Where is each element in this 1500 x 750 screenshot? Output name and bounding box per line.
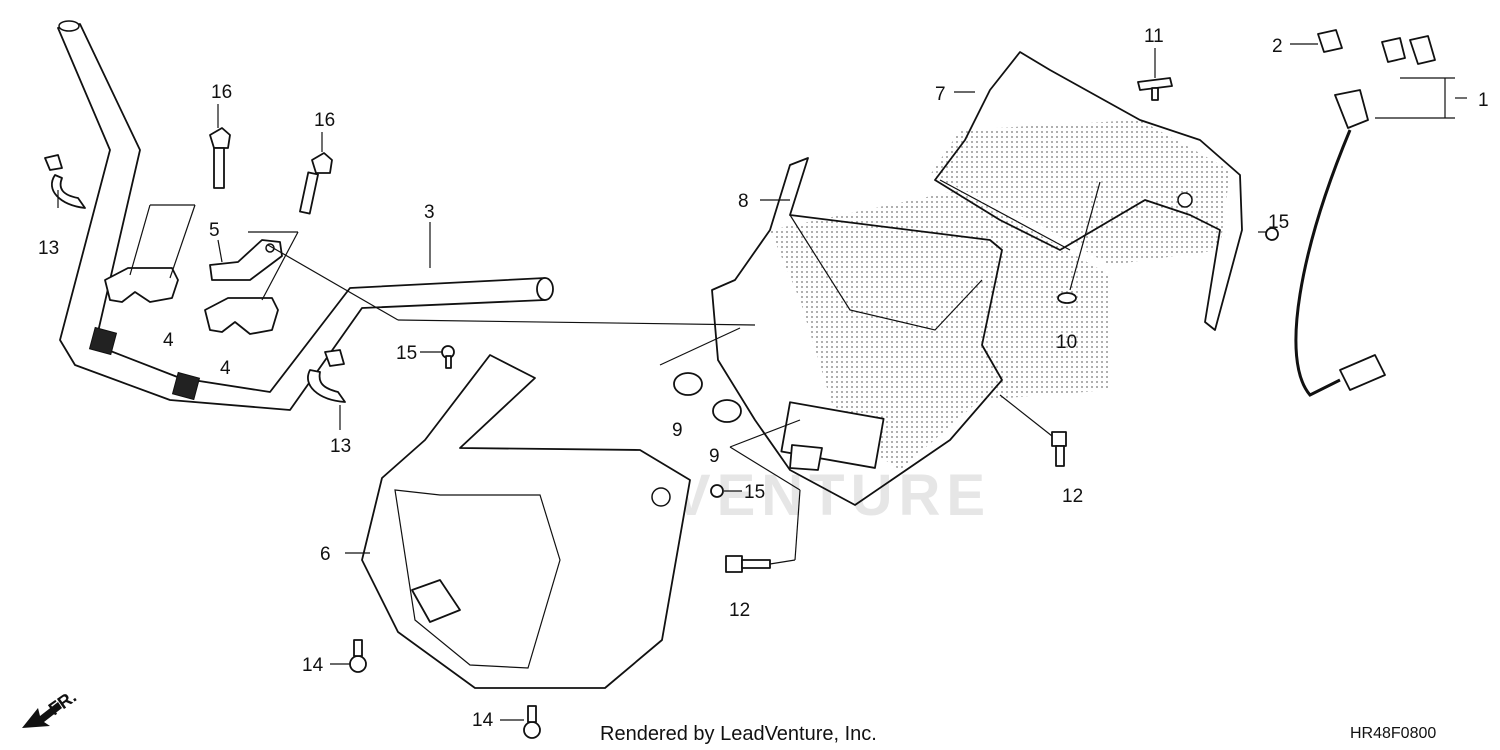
callout-16-right: 16 [314, 110, 335, 131]
callout-9-left: 9 [672, 420, 683, 441]
footer-credit: Rendered by LeadVenture, Inc. [600, 723, 877, 745]
callout-13-right: 13 [330, 436, 351, 457]
screw-15-a[interactable] [441, 345, 455, 369]
callout-14-bottom: 14 [472, 710, 494, 731]
screw-14-top[interactable] [349, 639, 367, 673]
callout-15-right: 15 [1268, 212, 1289, 233]
cable-band-13-left[interactable] [44, 154, 86, 209]
handlebar-upper-holder-left[interactable] [104, 267, 179, 303]
callout-3: 3 [424, 202, 435, 223]
screw-15-c[interactable] [1265, 227, 1279, 241]
callout-15-left: 15 [396, 343, 417, 364]
clip-11[interactable] [1137, 77, 1173, 101]
callout-15-middle: 15 [744, 482, 765, 503]
front-direction-indicator: FR. [22, 686, 80, 728]
callout-9-right: 9 [709, 446, 720, 467]
callout-7: 7 [935, 84, 946, 105]
screw-12-bottom[interactable] [725, 555, 771, 573]
bushing-9-left[interactable] [673, 372, 703, 396]
bushing-9-right[interactable] [712, 399, 742, 423]
callout-6: 6 [320, 544, 331, 565]
ignition-switch[interactable] [1294, 89, 1386, 397]
front-arrow-icon [22, 702, 62, 728]
callout-16-left: 16 [211, 82, 232, 103]
screw-15-b[interactable] [710, 484, 724, 498]
nut-10[interactable] [1057, 292, 1077, 304]
callouts: 1 2 3 4 4 5 6 7 8 9 9 10 11 12 12 13 13 … [38, 26, 1489, 731]
callout-14-top: 14 [302, 655, 324, 676]
leader-lines [57, 43, 1467, 721]
handlebar-upper-holder-right[interactable] [204, 297, 279, 335]
bolt-16-left[interactable] [209, 127, 231, 189]
callout-12-bottom: 12 [729, 600, 750, 621]
callout-4-left: 4 [163, 330, 174, 351]
handlebar-upper-cover[interactable] [930, 51, 1243, 331]
callout-13-left: 13 [38, 238, 59, 259]
callout-4-right: 4 [220, 358, 231, 379]
screw-14-bottom[interactable] [523, 705, 541, 739]
callout-2: 2 [1272, 36, 1283, 57]
handlebar[interactable] [57, 20, 554, 411]
cable-band-13-right[interactable] [307, 349, 346, 403]
handlebar-front-cover[interactable] [361, 354, 691, 689]
wire-holder[interactable] [209, 239, 283, 281]
callout-11: 11 [1144, 26, 1164, 47]
key-plug-2[interactable] [1317, 29, 1343, 53]
callout-12-right: 12 [1062, 486, 1083, 507]
ignition-key[interactable] [1381, 35, 1436, 65]
bolt-16-right[interactable] [299, 152, 333, 215]
callout-10: 10 [1056, 332, 1077, 353]
callout-5: 5 [209, 220, 220, 241]
callout-8: 8 [738, 191, 749, 212]
screw-12-top[interactable] [1051, 431, 1067, 467]
callout-1: 1 [1478, 90, 1489, 111]
diagram-code: HR48F0800 [1350, 725, 1436, 742]
handlebar-lower-cover[interactable] [711, 157, 1110, 506]
